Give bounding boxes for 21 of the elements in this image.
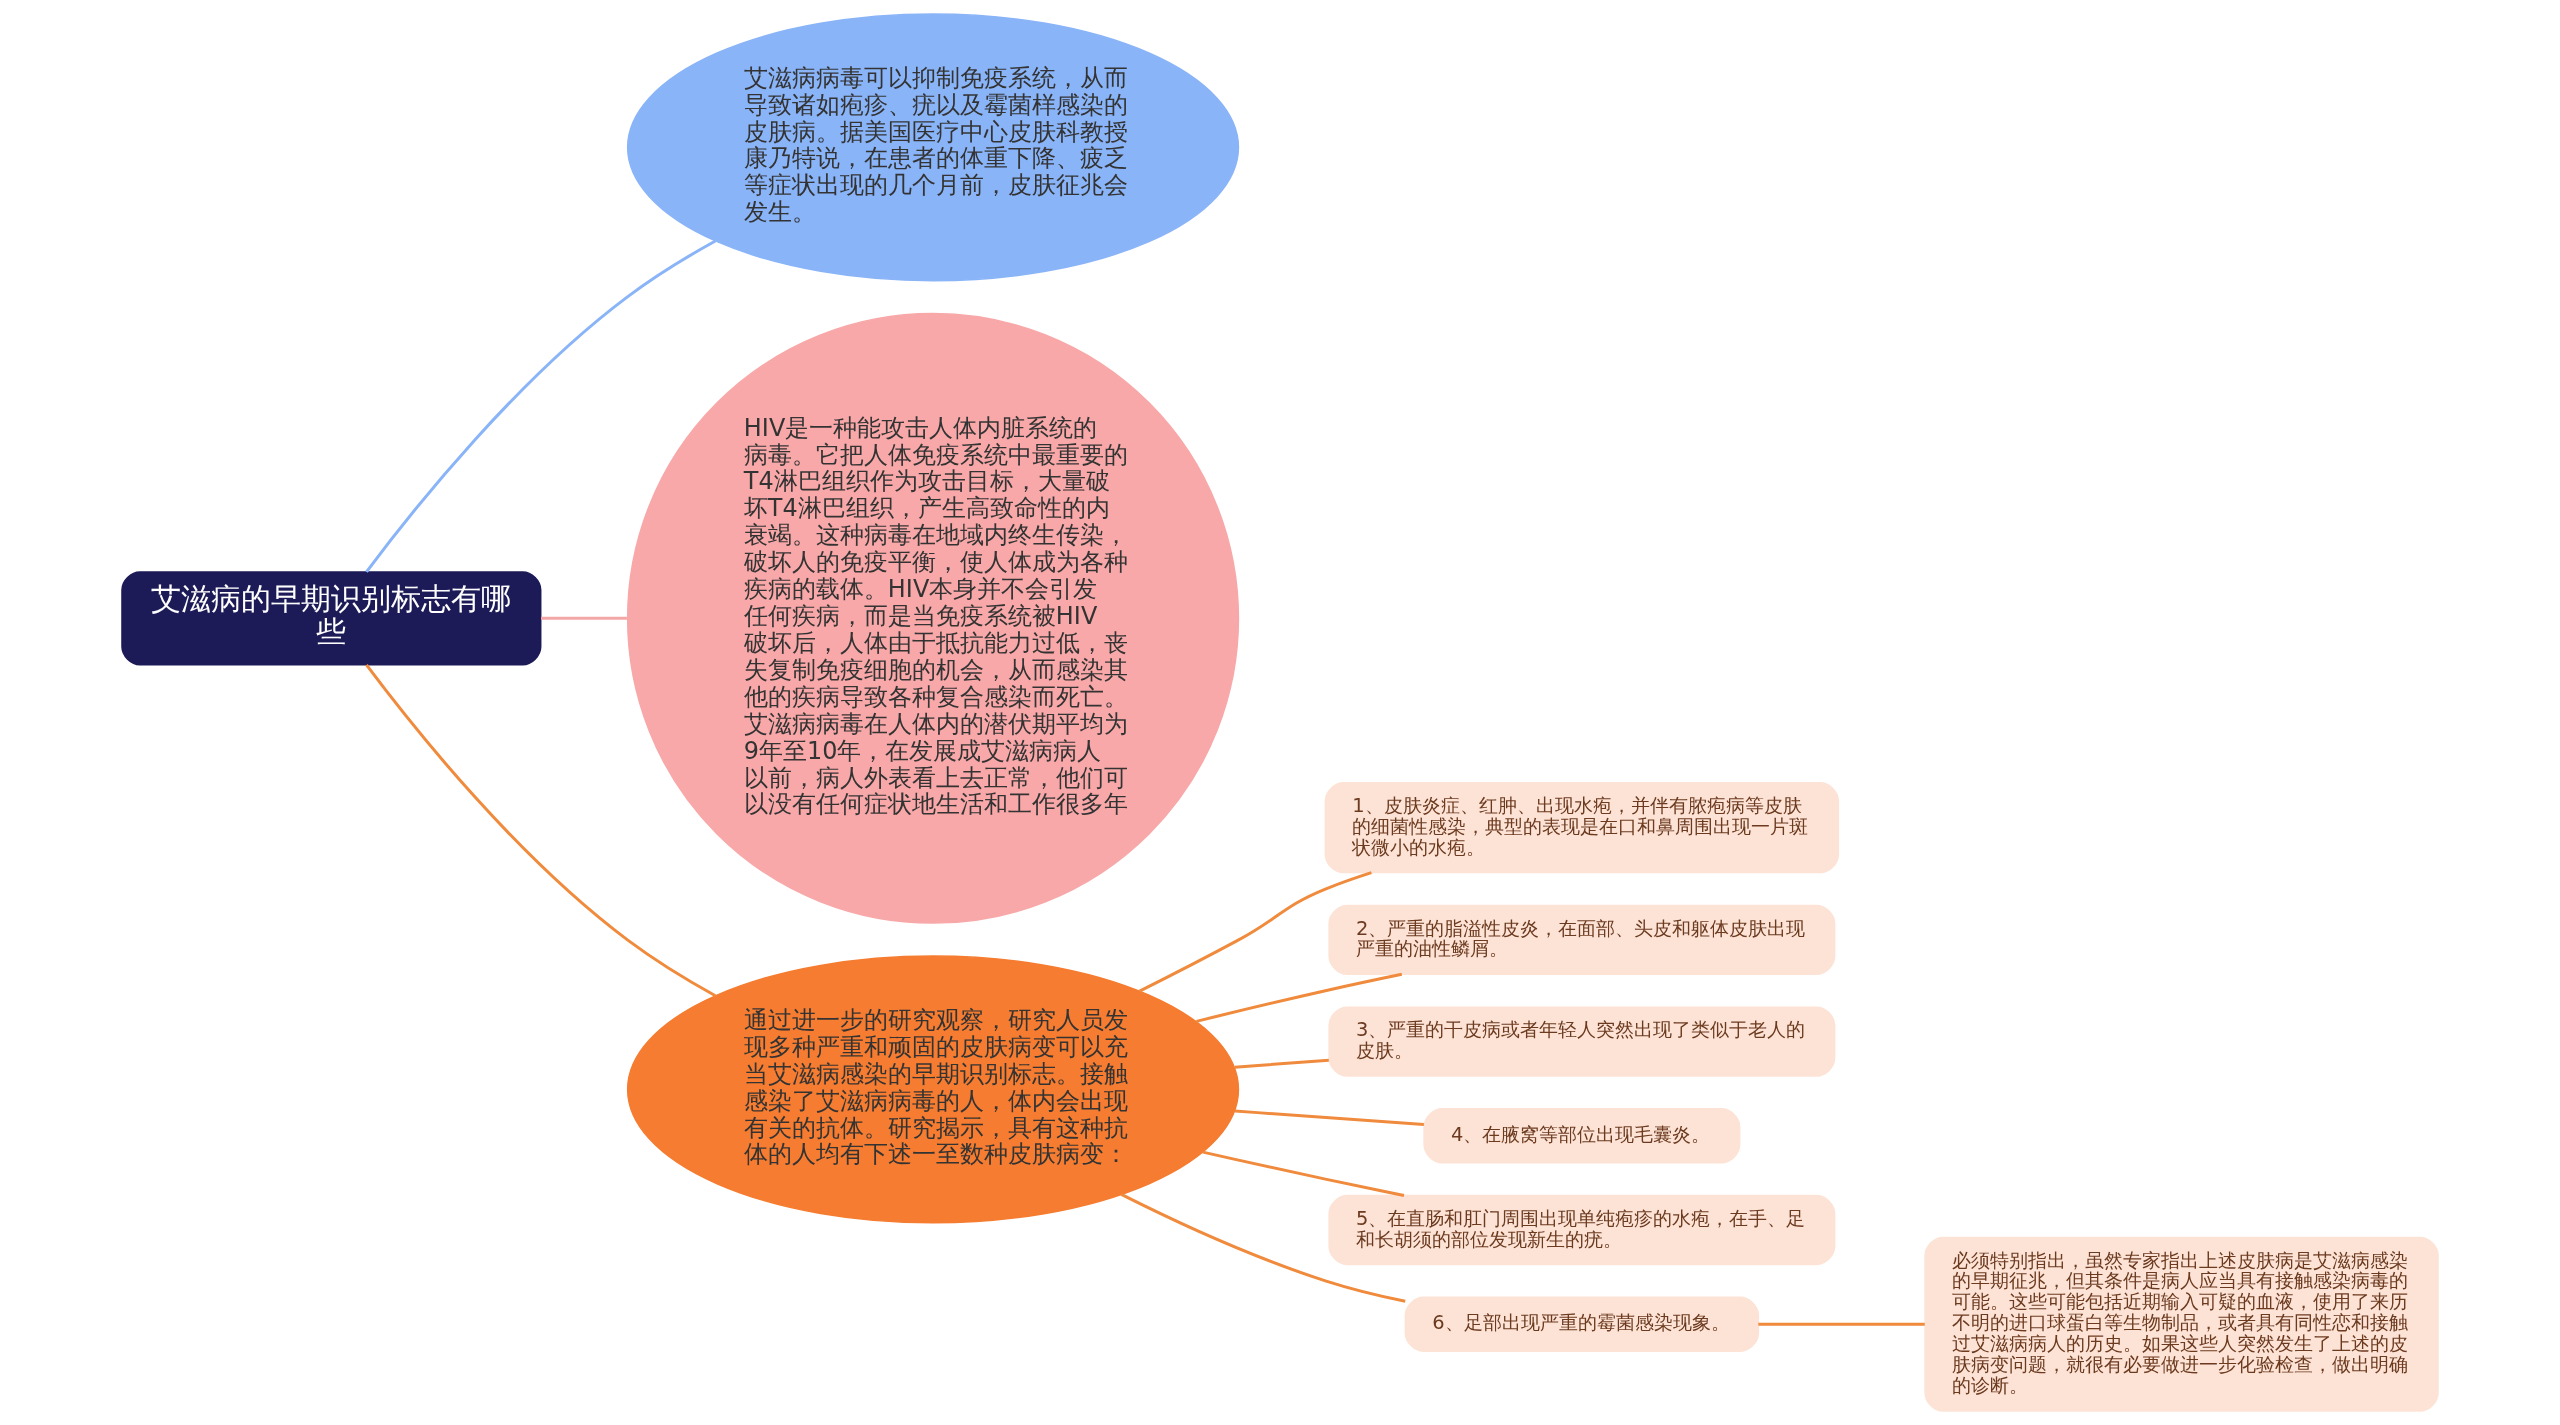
node-box: 1、皮肤炎症、红肿、出现水疱，并伴有脓疱病等皮肤的细菌性感染，典型的表现是在口和鼻周围出现一片斑状微小的水疱。	[1324, 782, 1840, 874]
node-ellipse: 通过进一步的研究观察，研究人员发现多种严重和顽固的皮肤病变可以充当艾滋病感染的早期识别标志。接触感染了艾滋病病毒的人，体内会出现有关的抗体。研究揭示，具有这种抗体的人均有下述一至数种皮肤病变：	[626, 955, 1240, 1224]
node-box: 3、严重的干皮病或者年轻人突然出现了类似于老人的皮肤。	[1328, 1006, 1836, 1077]
connector	[541, 616, 627, 620]
connector	[1758, 1322, 1925, 1326]
connector	[1120, 1193, 1406, 1303]
connector	[365, 239, 717, 573]
connector	[1196, 972, 1403, 1023]
node-box: 5、在直肠和肛门周围出现单纯疱疹的水疱，在手、足和长胡须的部位发现新生的疣。	[1328, 1194, 1836, 1266]
node-box: 6、足部出现严重的霉菌感染现象。	[1404, 1296, 1760, 1352]
connector	[1139, 871, 1372, 993]
node-box: 艾滋病的早期识别标志有哪些	[121, 571, 542, 666]
node-box: 2、严重的脂溢性皮炎，在面部、头皮和躯体皮肤出现严重的油性鳞屑。	[1328, 904, 1836, 976]
node-circle: HIV是一种能攻击人体内脏系统的病毒。它把人体免疫系统中最重要的T4淋巴组织作为攻击目标，大量破坏T4淋巴组织，产生高致命性的内衰竭。这种病毒在地域内终生传染，破坏人的免疫平衡，使人体成为各种疾病的载体。HIV本身并不会引发任何疾病，而是当免疫系统被HIV破坏后，人体由于抵抗能力过低，丧失复制免疫细胞的机会，从而感染其他的疾病导致各种复合感染而死亡。艾滋病病毒在人体内的潜伏期平均为9年至10年，在发展成艾滋病病人以前，病人外表看上去正常，他们可以没有任何症状地生活和工作很多年	[626, 312, 1240, 924]
node-box: 必须特别指出，虽然专家指出上述皮肤病是艾滋病感染的早期征兆，但其条件是病人应当具有接触感染病毒的可能。这些可能包括近期输入可疑的血液，使用了来历不明的进口球蛋白等生物制品，或者具有同性恋和接触过艾滋病病人的历史。如果这些人突然发生了上述的皮肤病变问题，就很有必要做进一步化验检查，做出明确的诊断。	[1924, 1236, 2439, 1412]
node-ellipse: 艾滋病病毒可以抑制免疫系统，从而导致诸如疱疹、疣以及霉菌样感染的皮肤病。据美国医疗中心皮肤科教授康乃特说，在患者的体重下降、疲乏等症状出现的几个月前，皮肤征兆会发生。	[626, 13, 1240, 282]
connector	[1234, 1109, 1424, 1127]
node-box: 4、在腋窝等部位出现毛囊炎。	[1423, 1108, 1741, 1164]
connector	[1202, 1150, 1405, 1197]
connector	[1234, 1058, 1329, 1069]
connector	[365, 664, 717, 998]
